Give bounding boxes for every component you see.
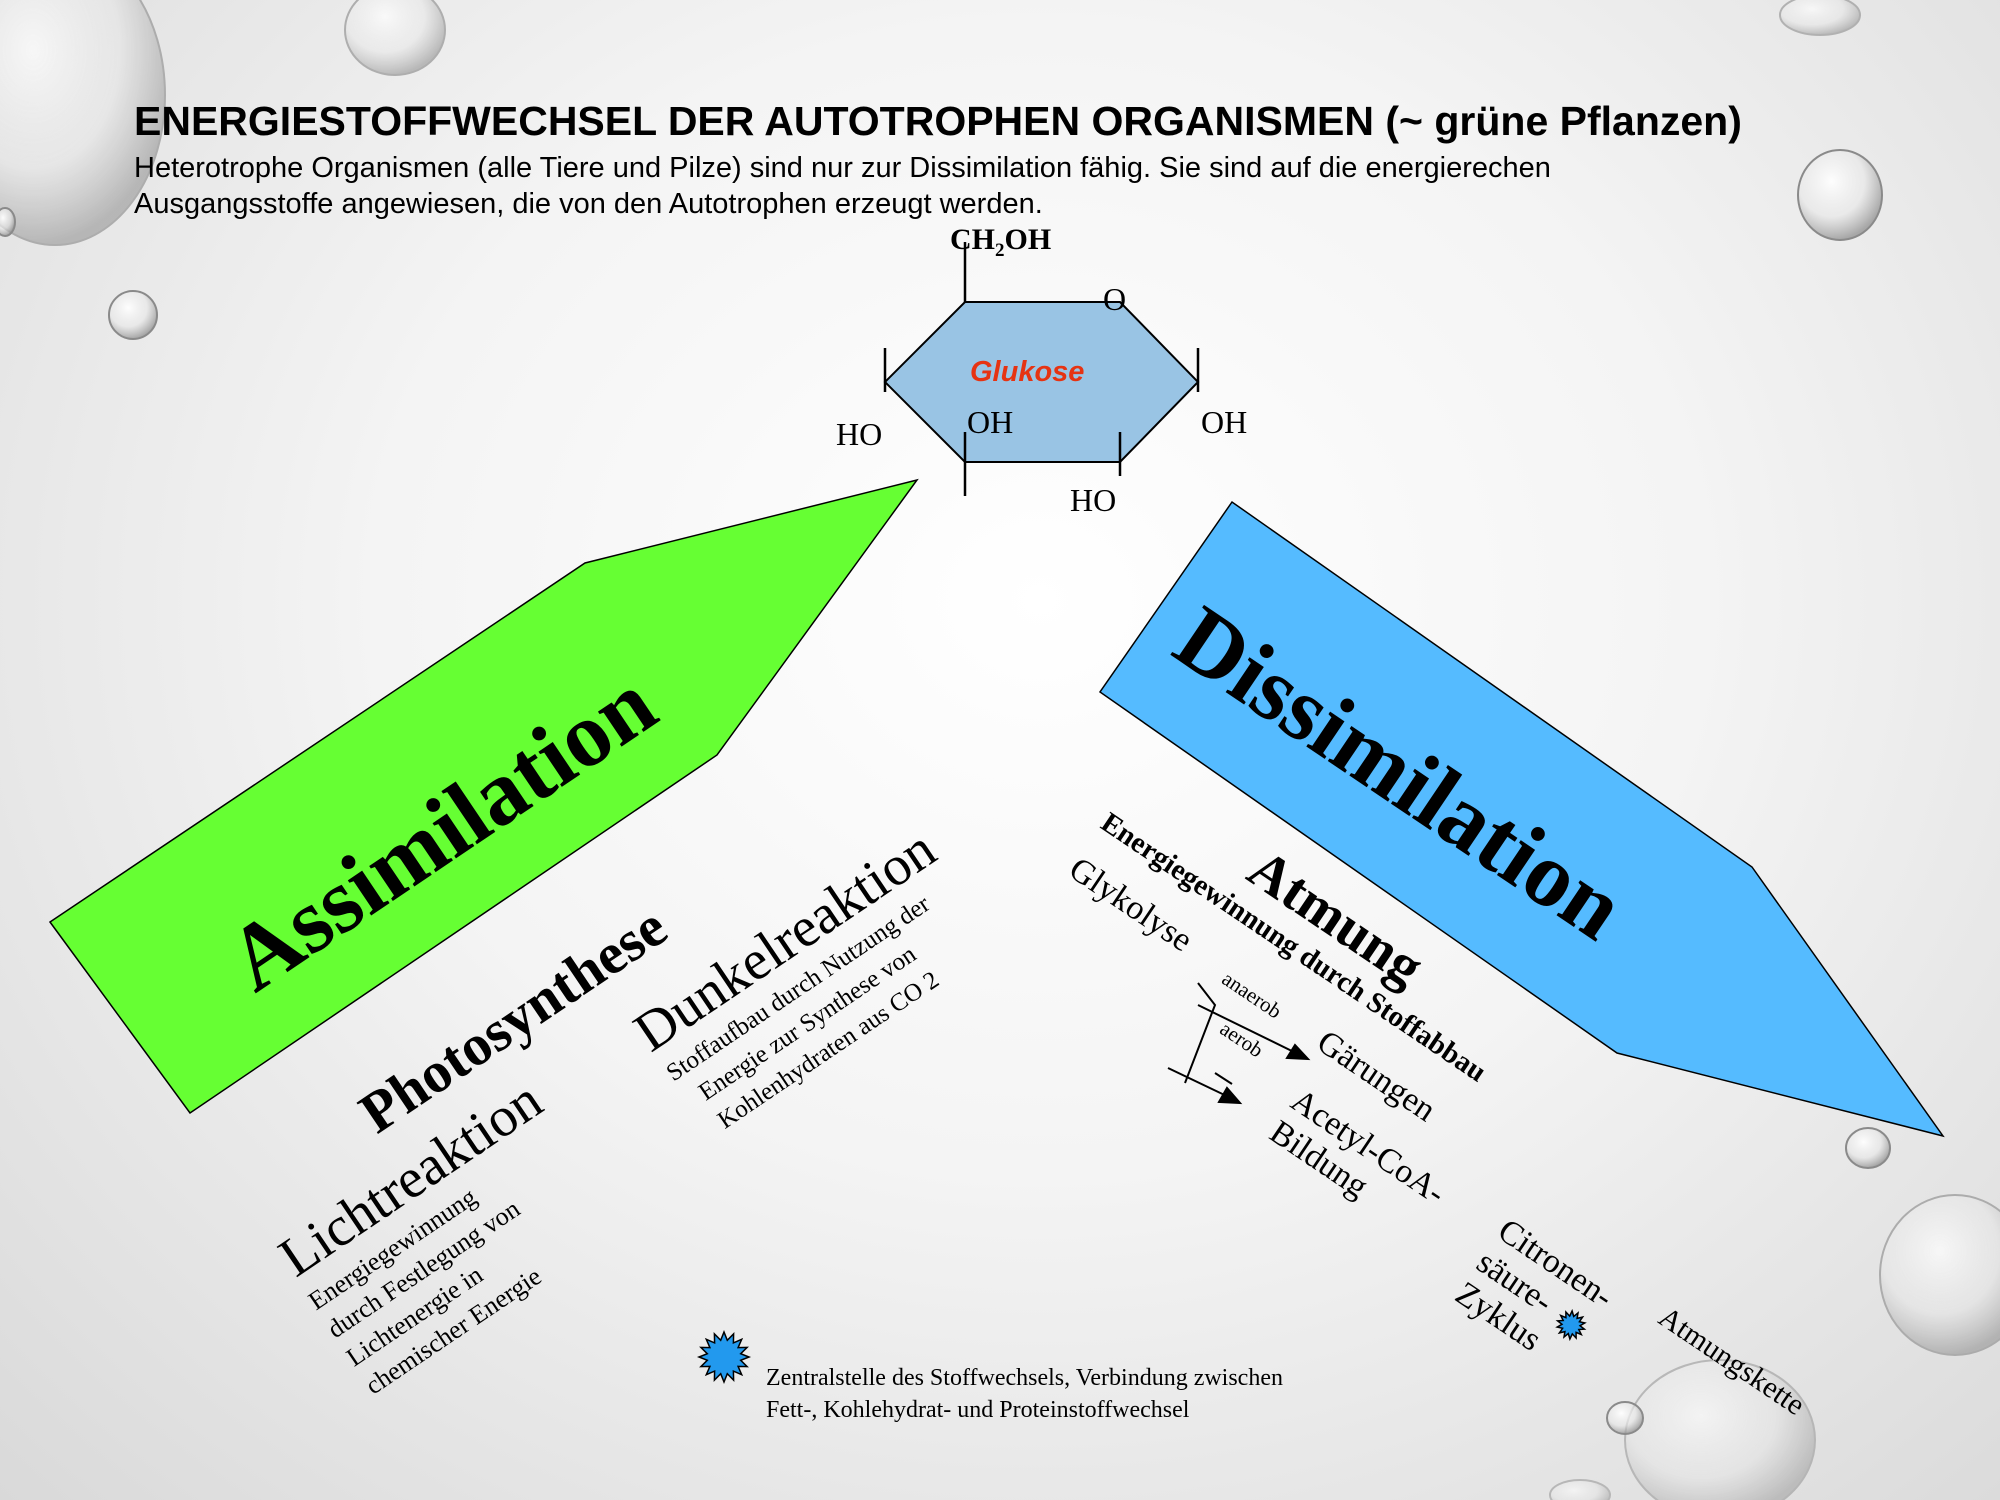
glykolyse-connector	[1184, 982, 1217, 1084]
anaerob-arrow	[1197, 1004, 1301, 1056]
water-drop	[344, 0, 446, 76]
pathway-arrows	[1167, 982, 1311, 1105]
glucose-label: Glukose	[970, 356, 1085, 388]
assimilation-arrow	[48, 478, 919, 1115]
aerob-arrowhead	[1217, 1086, 1243, 1105]
water-drop	[1879, 1194, 2000, 1356]
page-subtitle: Heterotrophe Organismen (alle Tiere und …	[134, 150, 1834, 222]
water-drop	[1779, 0, 1861, 36]
water-drop	[0, 207, 16, 237]
anaerob-arrowhead	[1285, 1043, 1311, 1061]
glucose-molecule	[883, 242, 1200, 496]
citric-cycle-star-icon	[1555, 1308, 1587, 1342]
water-drop	[1606, 1401, 1644, 1435]
glucose-top-group: CH2OH	[950, 223, 1052, 261]
legend-text: Zentralstelle des Stoffwechsels, Verbind…	[766, 1362, 1283, 1426]
legend-line: Zentralstelle des Stoffwechsels, Verbind…	[766, 1365, 1283, 1391]
water-drop	[1624, 1359, 1816, 1500]
page-title: ENERGIESTOFFWECHSEL DER AUTOTROPHEN ORGA…	[134, 98, 1742, 144]
subtitle-line: Heterotrophe Organismen (alle Tiere und …	[134, 152, 1551, 184]
glucose-right-group: OH	[1201, 404, 1248, 440]
glucose-inner-group: OH	[967, 404, 1014, 440]
dissimilation-arrow	[1098, 500, 1945, 1138]
water-drop	[0, 0, 166, 246]
central-point-star-icon	[696, 1329, 752, 1385]
water-drop	[1797, 149, 1883, 241]
water-drop	[1845, 1127, 1891, 1169]
glucose-bottom-group: HO	[1070, 482, 1117, 518]
subtitle-line: Ausgangsstoffe angewiesen, die von den A…	[134, 188, 1043, 220]
water-drop	[1549, 1479, 1611, 1500]
glucose-left-group: HO	[836, 416, 883, 452]
aerob-bend	[1214, 1072, 1233, 1085]
glucose-ring-oxygen: O	[1103, 281, 1127, 317]
water-drop	[108, 290, 158, 340]
legend-line: Fett-, Kohlehydrat- und Proteinstoffwech…	[766, 1397, 1190, 1423]
